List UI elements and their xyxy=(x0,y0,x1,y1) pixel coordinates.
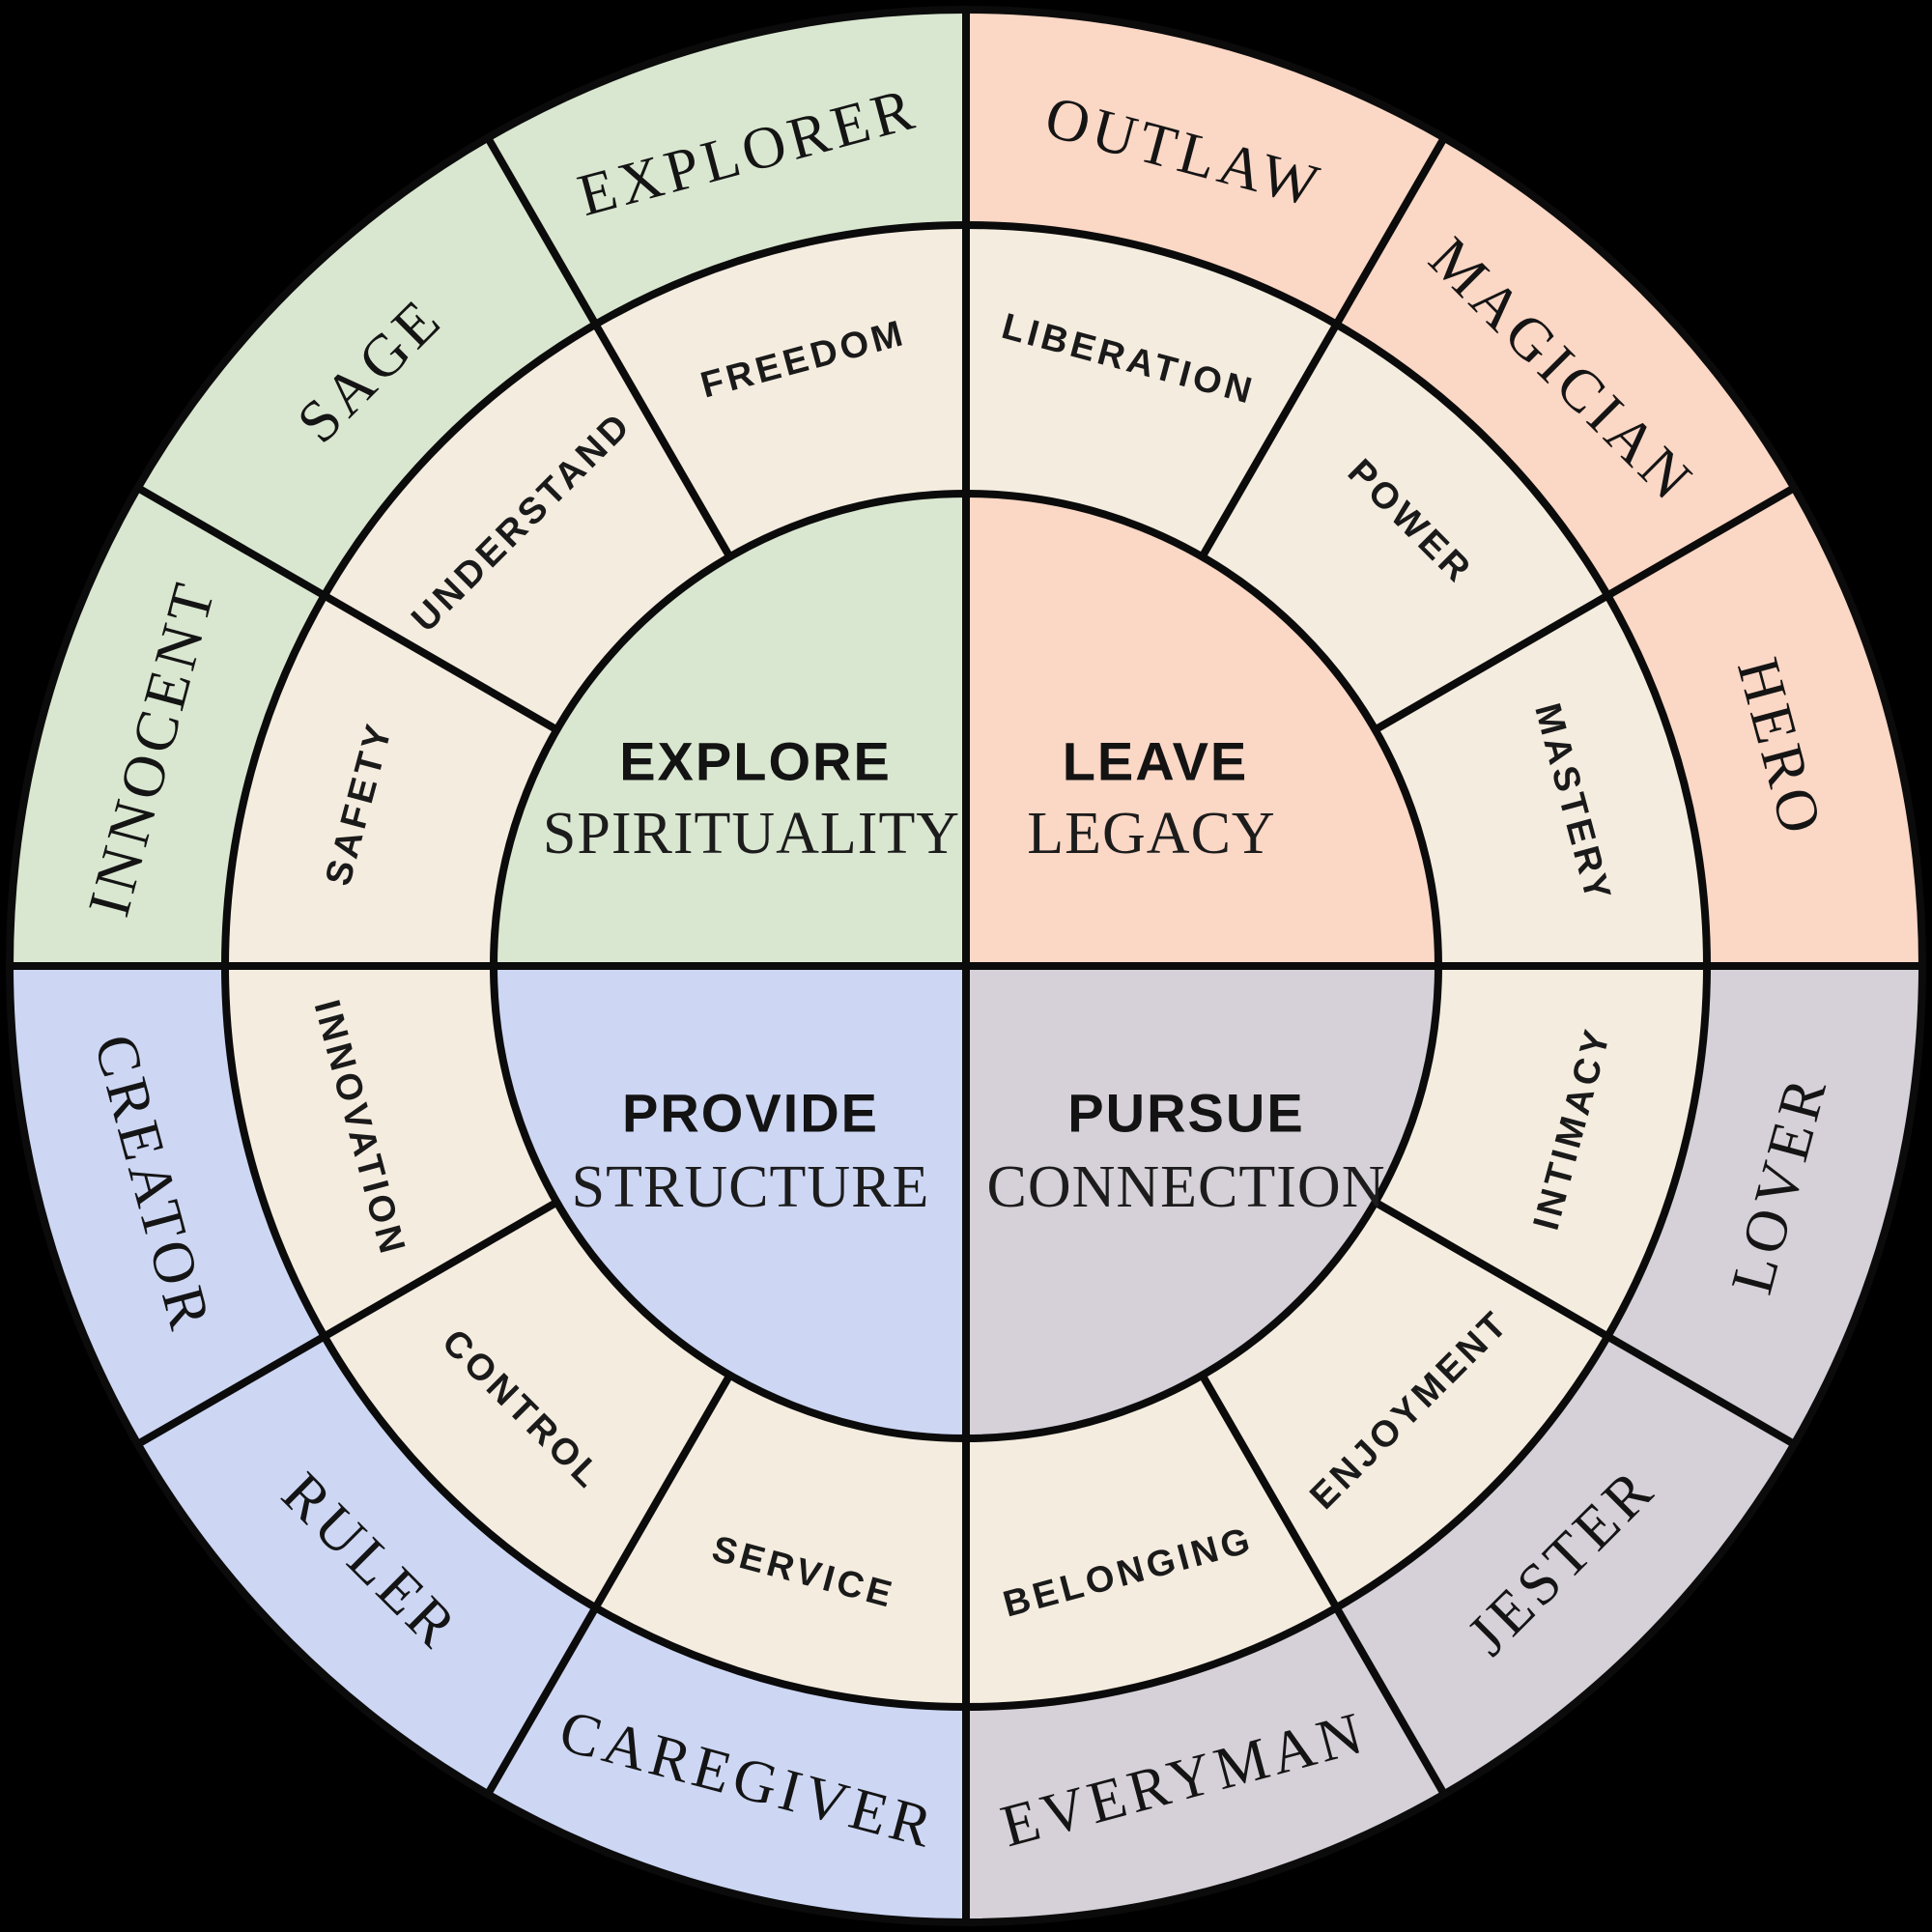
goal-label-explore: EXPLORE xyxy=(619,731,892,792)
segment-divider-300 xyxy=(135,484,559,733)
goal-label-pursue: PURSUE xyxy=(1067,1083,1304,1144)
segment-divider-60 xyxy=(1373,484,1797,733)
outer-circle-border xyxy=(6,6,1926,1926)
segment-divider-210 xyxy=(484,1373,733,1797)
archetype-ring-border xyxy=(221,221,1711,1711)
goal-sublabel-legacy: LEGACY xyxy=(1027,801,1275,867)
goal-label-leave: LEAVE xyxy=(1063,731,1249,792)
segment-divider-150 xyxy=(1199,1373,1448,1797)
goal-sublabel-structure: STRUCTURE xyxy=(572,1154,930,1220)
inner-circle-border xyxy=(490,490,1442,1442)
segment-divider-30 xyxy=(1199,135,1448,559)
segment-divider-330 xyxy=(484,135,733,559)
goal-sublabel-connection: CONNECTION xyxy=(987,1154,1386,1220)
segment-divider-240 xyxy=(135,1199,559,1448)
goal-sublabel-spirituality: SPIRITUALITY xyxy=(543,801,960,867)
goal-label-provide: PROVIDE xyxy=(622,1083,879,1144)
segment-divider-120 xyxy=(1373,1199,1797,1448)
